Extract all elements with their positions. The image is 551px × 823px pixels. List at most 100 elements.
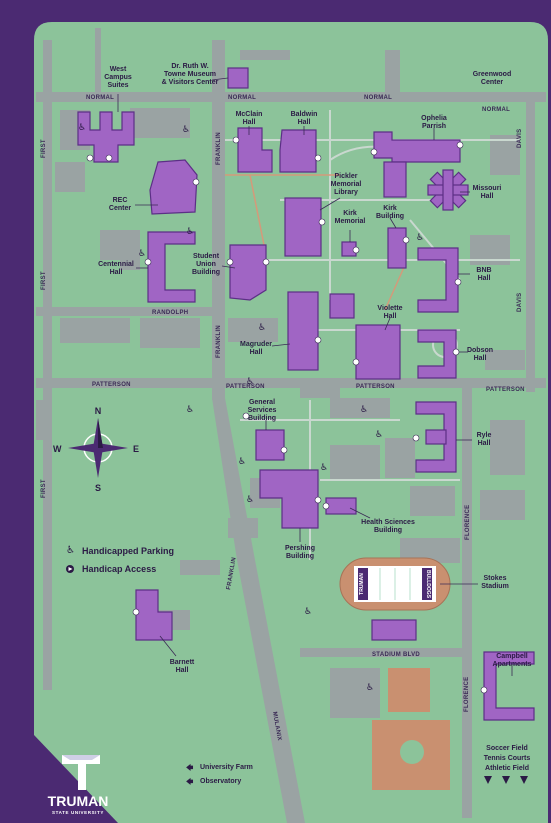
street-label-first-1: FIRST [41,139,47,158]
compass-west: W [53,444,62,454]
svg-text:♿: ♿ [246,377,254,387]
directions: 🡄 University Farm 🡄 Observatory Soccer F… [186,745,530,786]
street-label-normal-3: NORMAL [364,95,392,101]
svg-text:♿: ♿ [138,249,146,259]
street-label-stadium-blvd: STADIUM BLVD [372,652,420,658]
street-label-florence-1: FLORENCE [465,505,471,540]
street-label-patterson-2: PATTERSON [226,384,265,390]
building-centennial-hall [147,231,196,303]
building-mcclain-hall [237,127,273,173]
building-pershing-building [259,469,319,529]
svg-text:♿: ♿ [360,405,368,415]
building-kirk-building [387,227,407,269]
direction-tennis-courts: Tennis Courts [484,755,531,762]
street-label-franklin-2: FRANKLIN [216,325,222,358]
building-bnb-hall [417,247,459,313]
street-label-first-3: FIRST [41,479,47,498]
street-label-franklin-3: FRANKLIN [226,557,238,591]
legend-handicapped-parking: Handicapped Parking [82,546,174,556]
street-label-patterson-4: PATTERSON [486,387,525,393]
building-violette-hall [355,324,401,380]
street-label-patterson-1: PATTERSON [92,382,131,388]
direction-observatory: Observatory [200,778,241,785]
building-barnett-hall [135,589,173,641]
street-label-franklin-1: FRANKLIN [216,132,222,165]
handicap-access-markers [86,136,488,694]
stadium-endzone-right: BULLDOGS [425,570,431,599]
street-label-davis-1: DAVIS [517,129,523,148]
legend: ♿ Handicapped Parking Handicap Access [66,545,174,574]
compass-rose: N S E W [53,406,139,493]
svg-text:♿: ♿ [366,683,374,693]
buildings[interactable] [77,67,535,721]
street-label-normal-1: NORMAL [86,95,114,101]
street-label-florence-2: FLORENCE [464,677,470,712]
building-student-union [229,244,267,301]
truman-logo: TRUMAN STATE UNIVERSITY [48,755,108,815]
compass-north: N [95,406,102,416]
legend-handicap-access: Handicap Access [82,564,156,574]
compass-south: S [95,483,101,493]
building-towne-museum [227,67,249,89]
building-rec-center [149,159,198,215]
street-label-patterson-3: PATTERSON [356,384,395,390]
ball-fields [372,668,450,790]
svg-text:♿: ♿ [416,233,424,243]
building-pickler-library [284,197,322,257]
building-general-services [255,429,285,461]
svg-text:♿: ♿ [182,125,190,135]
direction-university-farm: University Farm [200,764,253,771]
compass-east: E [133,444,139,454]
svg-text:♿: ♿ [238,457,246,467]
street-label-randolph: RANDOLPH [152,310,188,316]
logo-sub: STATE UNIVERSITY [52,810,104,815]
building-health-sciences [325,497,357,515]
street-label-mulanix: MULANIX [271,711,282,741]
svg-text:♿: ♿ [186,227,194,237]
down-arrow-icons [484,776,528,784]
building-stadium-grandstand [371,619,417,641]
wheelchair-icon: ♿ [66,545,75,556]
svg-text:♿: ♿ [246,495,254,505]
svg-text:♿: ♿ [258,323,266,333]
direction-athletic-field: Athletic Field [485,765,529,772]
street-label-normal-4: NORMAL [482,107,510,113]
building-ryle-hall [415,401,457,473]
street-label-davis-2: DAVIS [517,293,523,312]
direction-soccer-field: Soccer Field [486,745,528,752]
svg-text:♿: ♿ [375,430,383,440]
roads [36,28,546,823]
street-label-first-2: FIRST [41,271,47,290]
left-arrow-icon: 🡄 [186,763,194,772]
building-magruder-hall [287,291,319,371]
label-towne-museum: Dr. Ruth W.Towne Museum& Visitors Center [162,63,219,86]
building-ophelia-parrish [373,131,461,163]
building-baldwin-hall [279,129,317,173]
stadium-endzone-left: TRUMAN [359,573,365,595]
stokes-stadium-track: TRUMAN BULLDOGS [339,557,451,611]
building-missouri-hall [427,169,469,211]
svg-text:♿: ♿ [186,405,194,415]
